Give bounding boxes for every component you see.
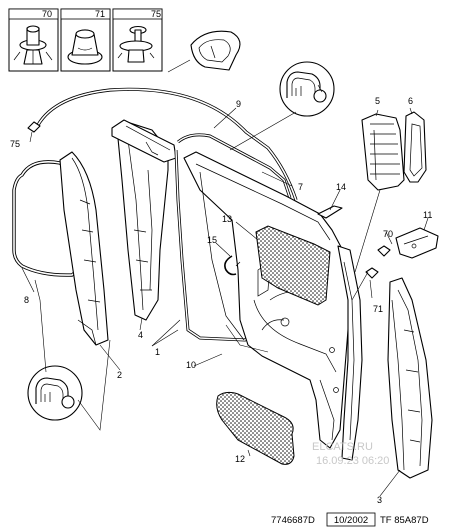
grommet-plug-icon bbox=[67, 29, 103, 65]
callout-13: 13 bbox=[222, 214, 232, 224]
rivet-clip-icon bbox=[117, 25, 155, 63]
clip-marker-70 bbox=[377, 245, 391, 257]
watermark-line-2: 16.09.23 06:20 bbox=[316, 455, 389, 467]
callout-8: 8 bbox=[24, 295, 29, 305]
door-seal-8 bbox=[12, 160, 80, 277]
clip-15 bbox=[224, 255, 241, 276]
rear-body-edge bbox=[337, 245, 363, 461]
fastener-box-71: 71 bbox=[60, 8, 111, 72]
pillar-trim-4 bbox=[116, 121, 169, 321]
callout-4: 4 bbox=[138, 330, 143, 340]
fastener-box-70-label: 70 bbox=[42, 9, 52, 19]
callout-5: 5 bbox=[375, 96, 380, 106]
leader-lines bbox=[21, 59, 429, 497]
clip-marker-71 bbox=[365, 267, 379, 279]
callout-10: 10 bbox=[186, 360, 196, 370]
footer-part-number: 7746687D bbox=[271, 515, 315, 526]
insulation-pad-13 bbox=[255, 225, 331, 306]
clip-marker-75 bbox=[27, 121, 41, 133]
callout-1: 1 bbox=[155, 347, 160, 357]
fastener-box-71-label: 71 bbox=[95, 9, 105, 19]
callout-2: 2 bbox=[117, 370, 122, 380]
callout-12: 12 bbox=[235, 454, 245, 464]
callout-70: 70 bbox=[383, 229, 393, 239]
insulation-pad-12 bbox=[216, 391, 295, 465]
side-body-panel bbox=[183, 151, 351, 449]
callout-9: 9 bbox=[236, 99, 241, 109]
callout-3: 3 bbox=[377, 495, 382, 505]
footer-ref: TF 85A87D bbox=[380, 515, 429, 526]
push-clip-icon bbox=[13, 25, 53, 65]
vent-grille-5 bbox=[361, 113, 405, 191]
rear-pillar-3 bbox=[387, 277, 433, 479]
watermark-line-1: ELCATS.RU bbox=[312, 441, 373, 453]
fastener-box-75: 75 bbox=[112, 8, 163, 72]
callout-75: 75 bbox=[10, 139, 20, 149]
callout-11: 11 bbox=[423, 210, 432, 220]
callout-71: 71 bbox=[373, 304, 383, 314]
clip-detail-circle-bottom bbox=[27, 365, 83, 421]
fastener-box-75-label: 75 bbox=[151, 9, 161, 19]
footer: 7746687D 10/2002 TF 85A87D bbox=[271, 512, 429, 527]
roof-seal-strip-9 bbox=[36, 87, 298, 201]
pillar-trim-2 bbox=[59, 151, 109, 346]
badge-14 bbox=[317, 205, 343, 219]
bracket-11 bbox=[395, 227, 439, 259]
vent-grille-6 bbox=[403, 111, 427, 183]
callout-14: 14 bbox=[336, 182, 346, 192]
fastener-box-70: 70 bbox=[8, 8, 59, 72]
clip-detail-circle-top bbox=[279, 61, 335, 117]
footer-date: 10/2002 bbox=[334, 515, 368, 526]
seal-profile-detail bbox=[190, 30, 241, 71]
callout-6: 6 bbox=[408, 96, 413, 106]
callout-7: 7 bbox=[298, 182, 303, 192]
callout-15: 15 bbox=[207, 235, 217, 245]
